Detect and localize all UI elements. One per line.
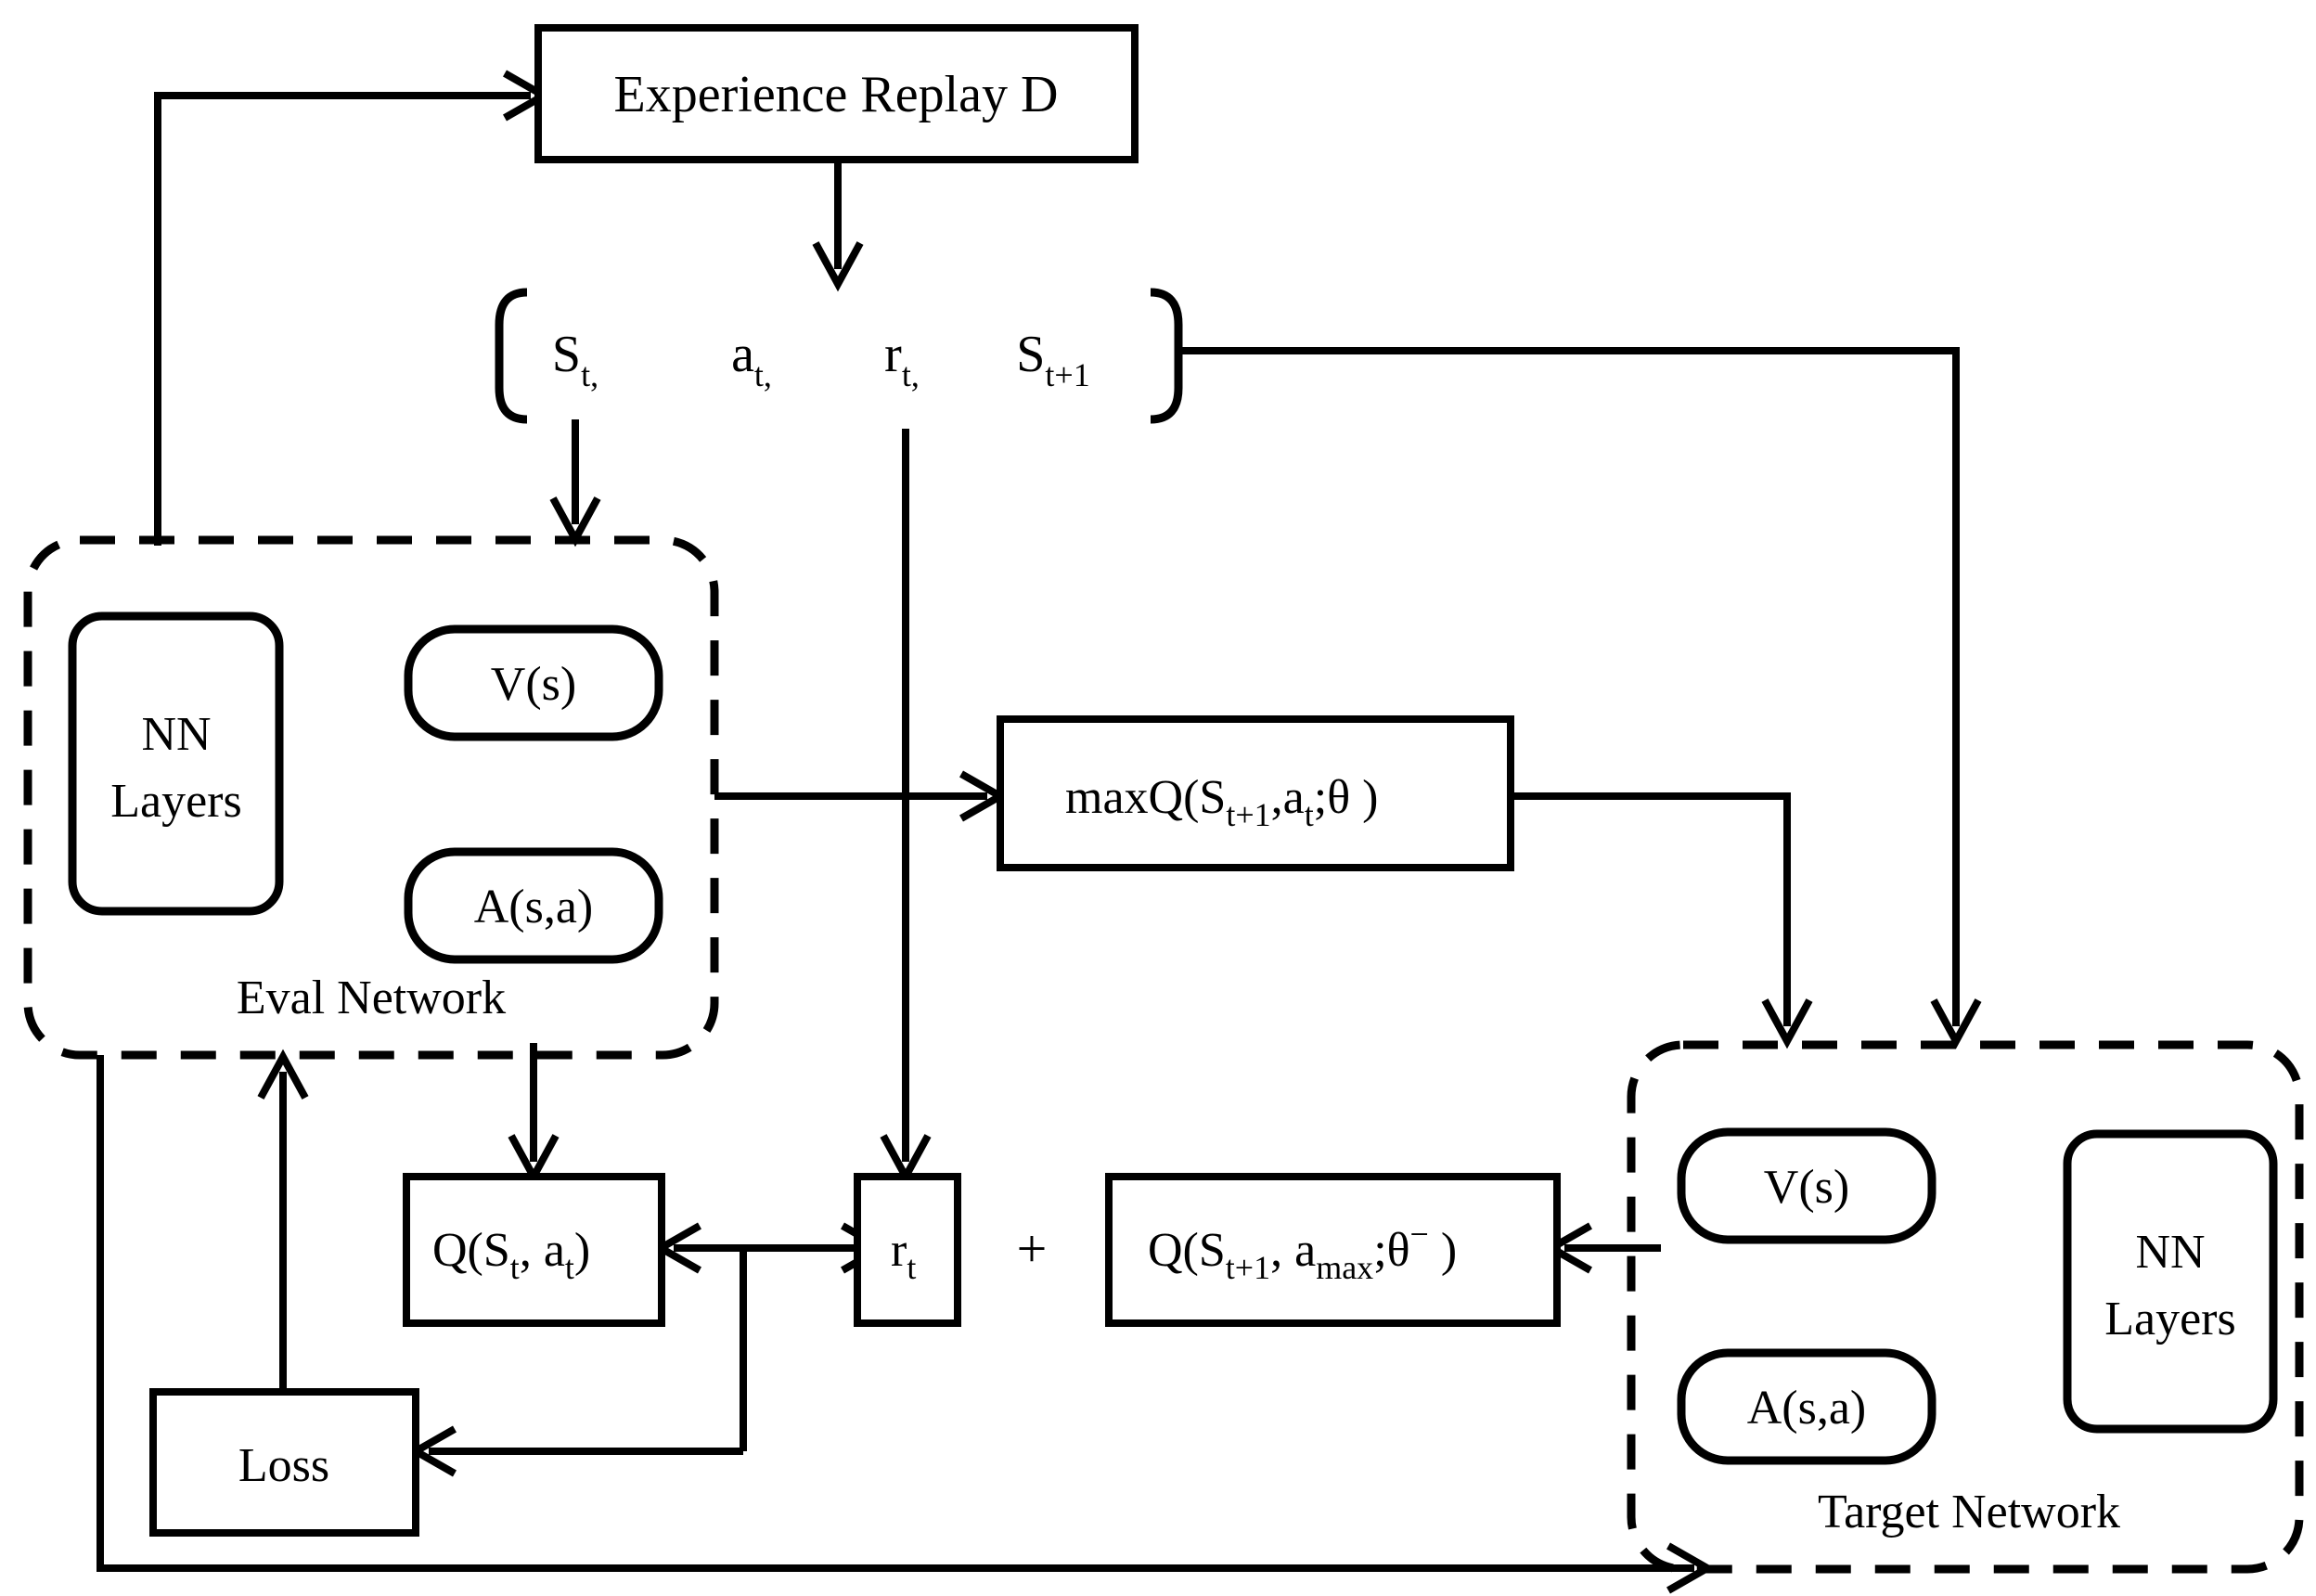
q-target-label: Q(St+1, amax;θ− )	[1148, 1216, 1457, 1286]
loss-box[interactable]	[149, 1388, 419, 1537]
connector-state-to-eval	[549, 419, 601, 547]
max-q-label-sub1: t+1	[1226, 796, 1270, 833]
target-value-head-box[interactable]	[1677, 1127, 1936, 1244]
tuple-item-action: at,	[731, 326, 772, 393]
target-nn-layers-line2: Layers	[2104, 1293, 2235, 1345]
connector-maxq-to-target	[1511, 792, 1813, 1049]
max-q-label-head: maxQ(S	[1065, 771, 1226, 824]
eval-network-group	[23, 535, 719, 1060]
q-target-sub2: max	[1316, 1249, 1373, 1286]
max-q-label-sub2: t	[1305, 796, 1314, 833]
max-q-box[interactable]	[997, 715, 1514, 871]
q-eval-tail: )	[574, 1224, 590, 1277]
connector-target-to-qtarget	[1543, 1222, 1661, 1274]
q-target-end: )	[1429, 1224, 1457, 1277]
q-eval-sub1: t	[510, 1249, 520, 1286]
q-target-head: Q(S	[1148, 1224, 1226, 1277]
q-target-sup: −	[1410, 1216, 1429, 1253]
connector-eval-to-maxq	[714, 770, 1009, 822]
plus-operator: +	[1017, 1218, 1048, 1279]
experience-replay-label: Experience Replay D	[614, 66, 1059, 123]
q-eval-sub2: t	[565, 1249, 574, 1286]
connector-junction-to-loss	[407, 1425, 743, 1477]
reward-sub: t	[907, 1249, 916, 1286]
eval-network-contents: NN Layers V(s) A(s,a) Eval Network	[68, 611, 663, 1024]
reward-box[interactable]	[854, 1173, 961, 1327]
q-eval-mid: , a	[520, 1224, 565, 1277]
eval-nn-layers-line2: Layers	[110, 775, 241, 828]
target-network-group	[1627, 1040, 2304, 1574]
target-nn-layers-box[interactable]	[2063, 1129, 2278, 1434]
eval-nn-layers-box[interactable]	[68, 611, 284, 916]
eval-advantage-head-label: A(s,a)	[474, 881, 594, 933]
connector-loss-to-eval	[257, 1049, 309, 1392]
q-target-tail: ;θ	[1373, 1224, 1409, 1277]
connector-eval-to-replay	[154, 70, 552, 546]
connector-reward-to-rbox	[880, 429, 932, 1185]
reward-label: rt	[891, 1224, 916, 1286]
target-network-caption: Target Network	[1818, 1486, 2120, 1538]
eval-value-head-label: V(s)	[491, 658, 576, 711]
q-target-mid: , a	[1270, 1224, 1316, 1277]
q-eval-head: Q(S	[432, 1224, 510, 1277]
eval-value-head-box[interactable]	[404, 624, 663, 741]
target-advantage-head-label: A(s,a)	[1747, 1382, 1867, 1435]
tuple-item-next-state: St+1	[1016, 326, 1089, 393]
max-q-label: maxQ(St+1,at;θ )	[1065, 771, 1378, 833]
tuple-item-state: St,	[552, 326, 598, 393]
connector-nextstate-to-target	[1177, 347, 1982, 1049]
eval-nn-layers-line1: NN	[141, 708, 211, 761]
target-advantage-head-box[interactable]	[1677, 1348, 1936, 1465]
experience-replay-box[interactable]	[534, 24, 1139, 163]
loss-label: Loss	[238, 1439, 329, 1492]
eval-network-caption: Eval Network	[237, 972, 506, 1024]
q-eval-label: Q(St, at)	[432, 1224, 590, 1286]
target-network-contents: V(s) A(s,a) NN Layers Target Network	[1677, 1127, 2278, 1538]
connector-eval-to-qeval	[508, 1043, 560, 1185]
transition-tuple: St, at, rt, St+1	[495, 288, 1183, 424]
connector-qeval-rt-junction	[652, 1222, 890, 1451]
connector-replay-to-tuple	[812, 161, 864, 292]
eval-advantage-head-box[interactable]	[404, 847, 663, 964]
q-target-sub1: t+1	[1226, 1249, 1270, 1286]
q-target-box[interactable]	[1105, 1173, 1561, 1327]
target-value-head-label: V(s)	[1764, 1161, 1849, 1214]
q-eval-box[interactable]	[403, 1173, 665, 1327]
max-q-label-tail: ;θ )	[1314, 771, 1379, 824]
reward-head: r	[891, 1224, 907, 1277]
tuple-item-reward: rt,	[884, 326, 920, 393]
target-nn-layers-line1: NN	[2135, 1226, 2205, 1279]
max-q-label-mid: ,a	[1271, 771, 1305, 824]
